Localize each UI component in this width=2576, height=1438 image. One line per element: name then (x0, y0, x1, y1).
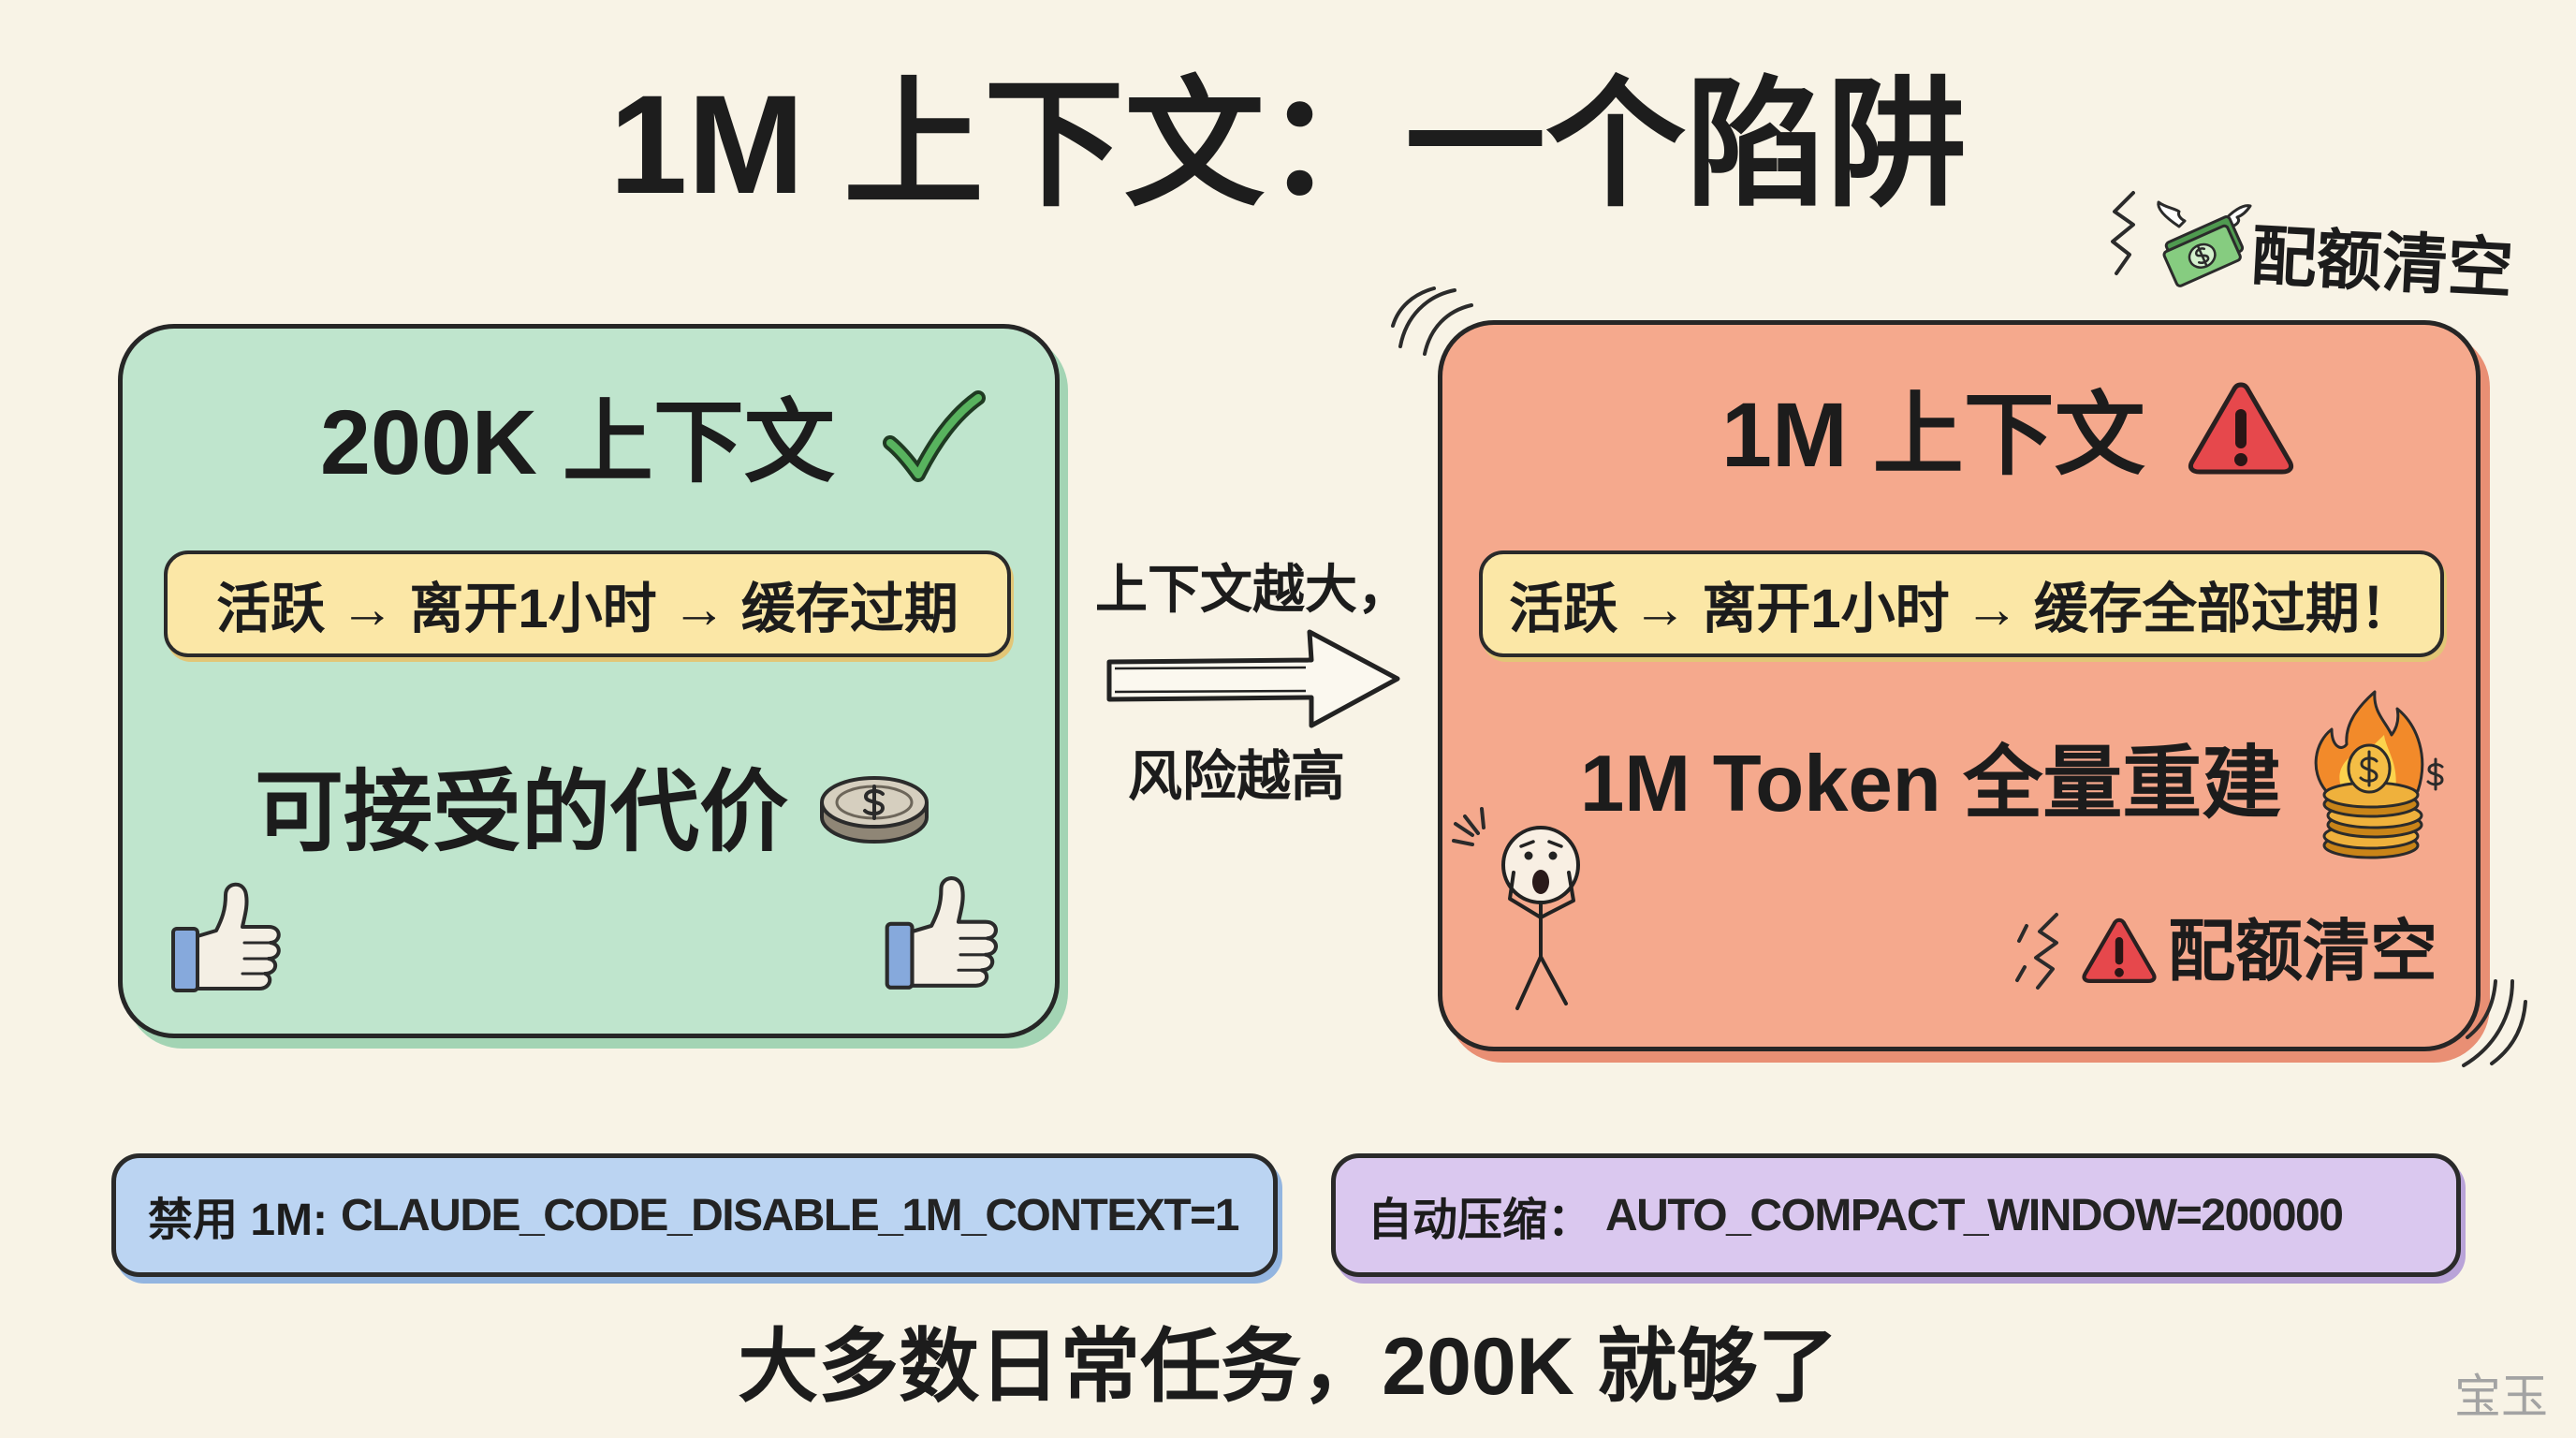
quota-note-label: 配额清空 (2248, 219, 2515, 306)
coin-icon (816, 769, 932, 849)
thumbs-up-icon (879, 868, 1008, 993)
setting-value: AUTO_COMPACT_WINDOW=200000 (1605, 1190, 2344, 1240)
rebuild-text: 1M Token 全量重建 (1580, 740, 2282, 829)
page-title: 1M 上下文：一个陷阱 (608, 66, 1968, 223)
flying-money-icon (2151, 198, 2254, 287)
flow-pill-200k: 活跃 → 离开1小时 → 缓存过期 (164, 550, 1011, 657)
setting-label: 自动压缩： (1368, 1196, 1593, 1245)
panel-1m: 1M 上下文 活跃 → 离开1小时 → 缓存全部过期！ 1M Token 全量重… (1438, 320, 2481, 1051)
motion-lines-icon (1389, 285, 1483, 388)
watermark: 宝玉 (2454, 1371, 2548, 1423)
panel-200k: 200K 上下文 活跃 → 离开1小时 → 缓存过期 可接受的代价 (118, 324, 1060, 1038)
checkmark-icon (879, 389, 987, 487)
quota-cleared-label: 配额清空 (2168, 915, 2438, 990)
connector-top-text: 上下文越大， (1095, 560, 1410, 619)
panel-200k-heading: 200K 上下文 (320, 391, 835, 493)
flow-pill-200k-text: 活跃 → 离开1小时 → 缓存过期 (216, 579, 959, 639)
flow-pill-1m-text: 活跃 → 离开1小时 → 缓存全部过期！ (1509, 579, 2414, 639)
flow-pill-1m: 活跃 → 离开1小时 → 缓存全部过期！ (1479, 550, 2444, 657)
squiggle-icon (2101, 187, 2148, 281)
warning-icon (2080, 915, 2159, 986)
verdict-text: 可接受的代价 (255, 763, 789, 862)
footer-summary: 大多数日常任务，200K 就够了 (738, 1322, 1838, 1412)
setting-value: CLAUDE_CODE_DISABLE_1M_CONTEXT=1 (341, 1190, 1239, 1240)
motion-lines-icon (2454, 974, 2531, 1073)
auto-compact-setting: 自动压缩： AUTO_COMPACT_WINDOW=200000 (1331, 1153, 2461, 1277)
burst-lines-icon (2013, 907, 2075, 997)
thumbs-up-icon (169, 874, 286, 996)
warning-icon (2185, 379, 2297, 477)
disable-1m-setting: 禁用 1M: CLAUDE_CODE_DISABLE_1M_CONTEXT=1 (111, 1153, 1278, 1277)
shocked-person-icon (1452, 807, 1620, 1013)
setting-label: 禁用 1M: (148, 1196, 329, 1245)
panel-1m-heading: 1M 上下文 (1721, 384, 2145, 486)
burning-coins-icon (2300, 686, 2450, 860)
connector-bottom-text: 风险越高 (1128, 746, 1346, 807)
right-arrow-icon (1104, 624, 1405, 733)
